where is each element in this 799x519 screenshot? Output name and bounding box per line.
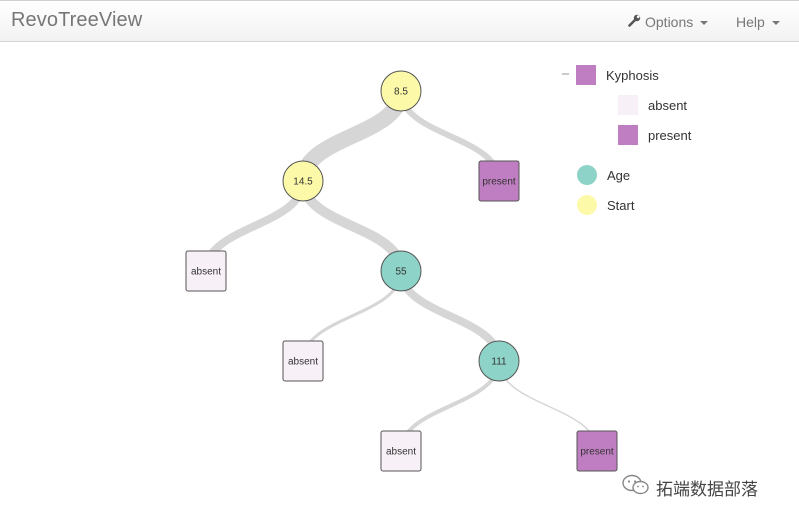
node-square	[282, 340, 324, 382]
chevron-down-icon	[771, 20, 780, 25]
leaf-node[interactable]: absent	[185, 250, 227, 292]
node-circle	[380, 250, 422, 292]
legend-swatch	[577, 165, 597, 185]
options-menu[interactable]: Options	[628, 14, 709, 30]
wrench-icon	[628, 14, 641, 30]
node-square	[185, 250, 227, 292]
leaf-node[interactable]: present	[478, 160, 520, 202]
legend-swatch	[618, 95, 638, 115]
node-circle	[282, 160, 324, 202]
leaf-node[interactable]: absent	[282, 340, 324, 382]
watermark-text: 拓端数据部落	[656, 480, 758, 500]
chevron-down-icon	[700, 20, 709, 25]
split-node[interactable]: 8.5	[380, 70, 422, 112]
collapse-toggle[interactable]	[562, 73, 569, 75]
navbar: RevoTreeView Options Help	[0, 0, 799, 42]
node-label: 55	[395, 267, 407, 278]
watermark: 拓端数据部落	[622, 474, 758, 501]
legend-label: Start	[607, 197, 635, 213]
node-label: 8.5	[394, 87, 408, 98]
leaf-node[interactable]: present	[576, 430, 618, 472]
decision-tree: 8.5 14.5 present absent 55 absent 111 absent pre…	[185, 70, 618, 472]
options-label: Options	[645, 14, 694, 30]
node-circle	[478, 340, 520, 382]
legend-swatch	[576, 65, 596, 85]
legend-item-start[interactable]: Start	[577, 195, 634, 215]
node-label: absent	[191, 267, 221, 278]
legend-label: absent	[648, 97, 688, 113]
legend-swatch	[618, 125, 638, 145]
node-label: 111	[491, 357, 507, 368]
legend-item-age[interactable]: Age	[577, 165, 630, 185]
legend-swatch	[577, 195, 597, 215]
node-square	[380, 430, 422, 472]
legend-label: present	[648, 127, 692, 143]
node-label: 14.5	[293, 177, 313, 188]
split-node[interactable]: 55	[380, 250, 422, 292]
node-label: absent	[386, 447, 416, 458]
help-menu[interactable]: Help	[736, 14, 780, 30]
wechat-icon	[622, 474, 650, 501]
node-square	[576, 430, 618, 472]
app-title[interactable]: RevoTreeView	[11, 9, 143, 31]
node-label: absent	[288, 357, 318, 368]
legend-label: Age	[607, 167, 631, 183]
legend-label: Kyphosis	[606, 67, 659, 83]
legend-item-response[interactable]: Kyphosis	[576, 65, 659, 85]
node-circle	[380, 70, 422, 112]
legend-item-absent[interactable]: absent	[618, 95, 687, 115]
split-node[interactable]: 111	[478, 340, 520, 382]
node-square	[478, 160, 520, 202]
legend-item-present[interactable]: present	[618, 125, 691, 145]
split-node[interactable]: 14.5	[282, 160, 324, 202]
leaf-node[interactable]: absent	[380, 430, 422, 472]
help-label: Help	[736, 14, 765, 30]
node-label: present	[580, 447, 614, 458]
node-label: present	[482, 177, 516, 188]
